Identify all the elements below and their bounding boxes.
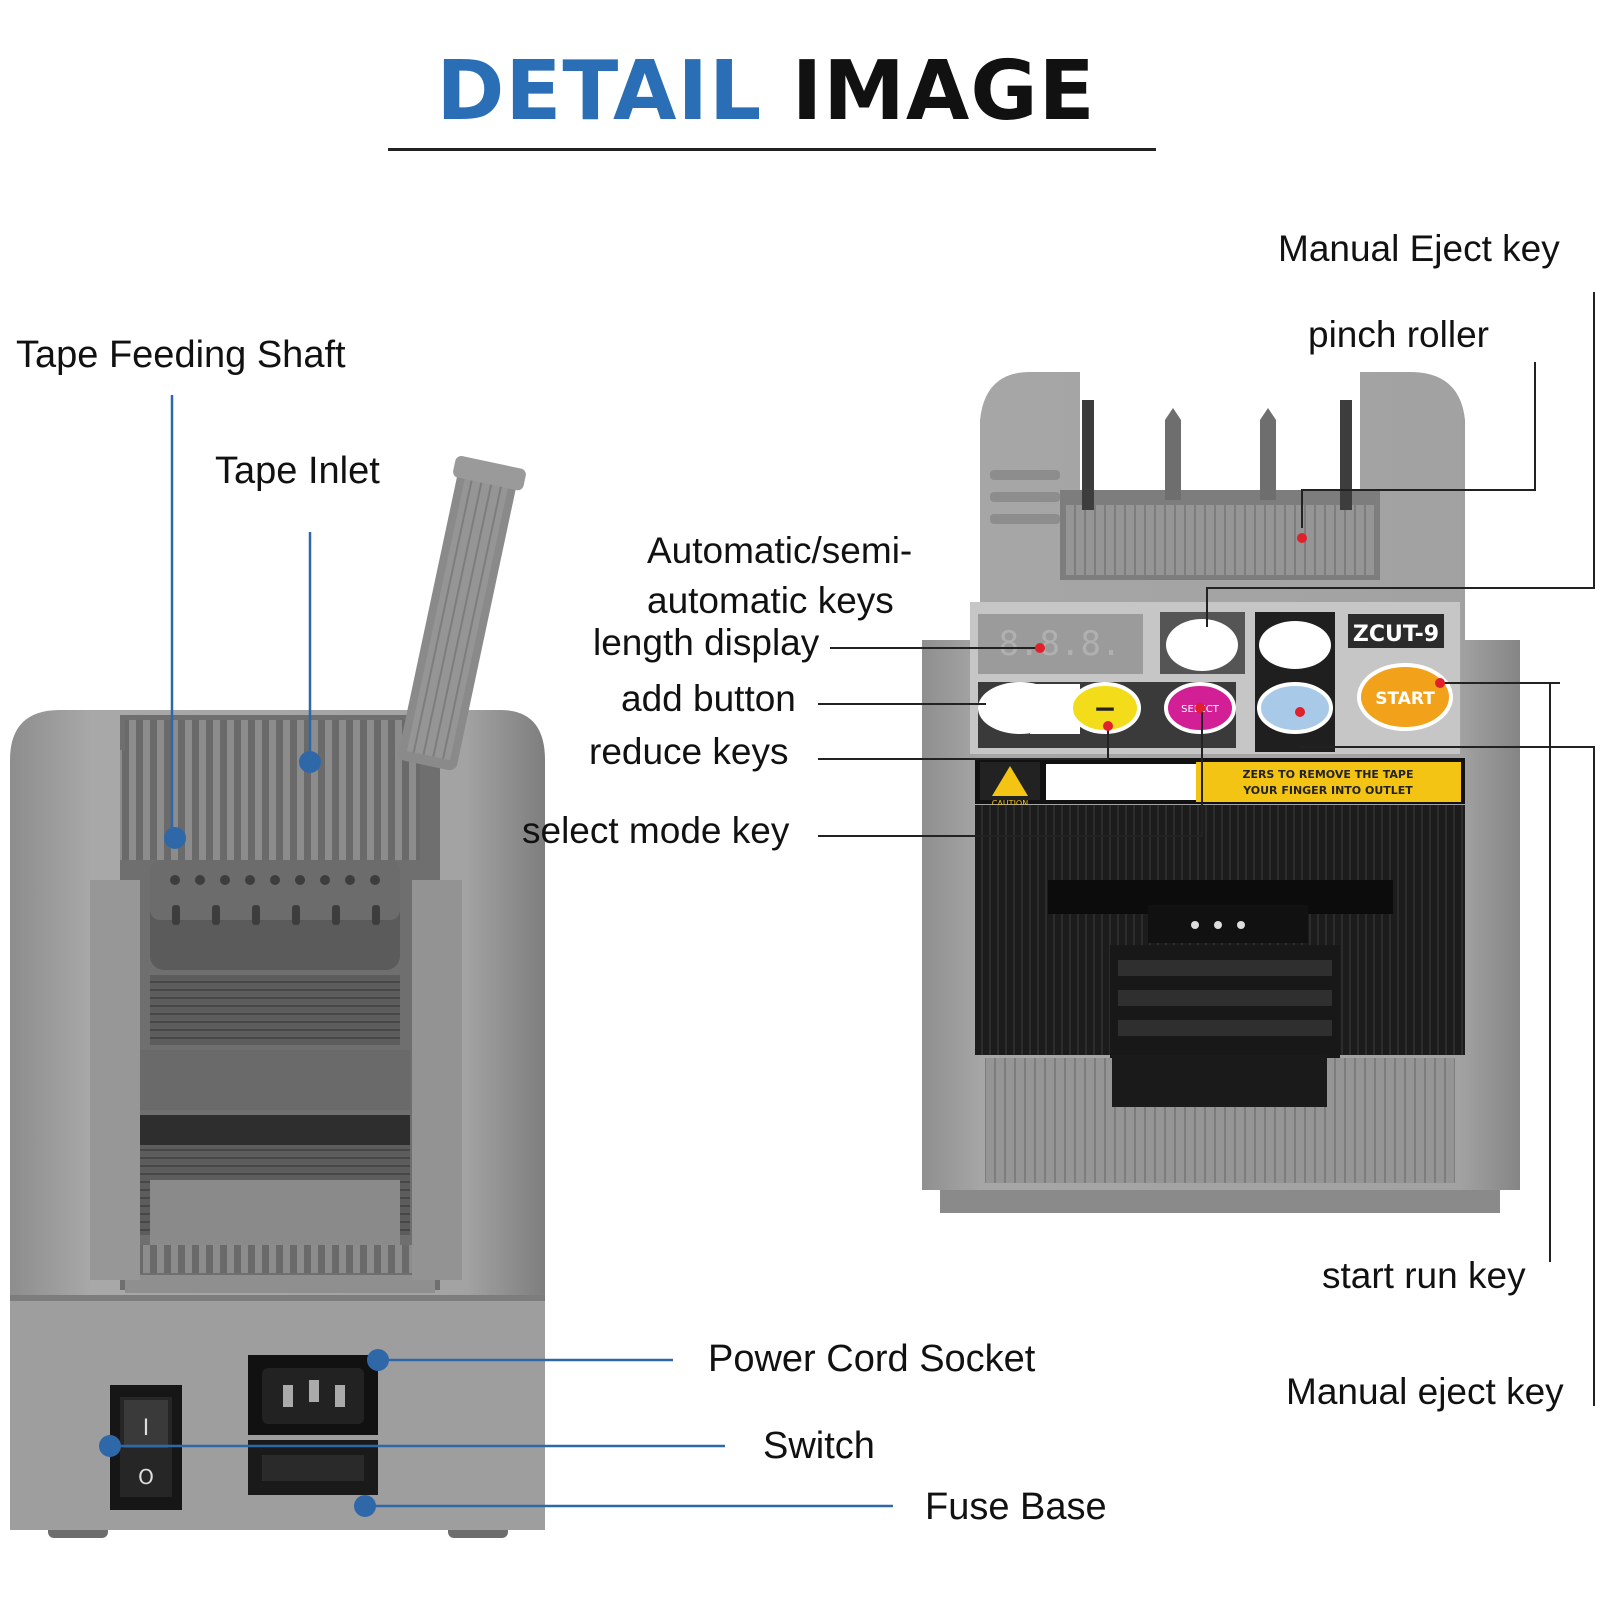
blue-markers (99, 751, 389, 1517)
label-reduce-keys: reduce keys (589, 731, 789, 772)
model-label: ZCUT-9 (1353, 622, 1439, 647)
label-tape-feeding-shaft: Tape Feeding Shaft (16, 334, 346, 376)
marker-length-display (1035, 643, 1045, 653)
page-title: DETAIL IMAGE (0, 44, 1532, 139)
warning-line-1: ZERS TO REMOVE THE TAPE (1242, 768, 1413, 781)
minus-key-label: − (1093, 692, 1116, 725)
left-machine: I O (10, 456, 545, 1538)
svg-text:8.8.8.: 8.8.8. (999, 624, 1122, 664)
red-markers (1035, 533, 1445, 731)
label-tape-inlet: Tape Inlet (215, 450, 380, 492)
marker-tape-inlet (299, 751, 321, 773)
label-length-display: length display (593, 622, 820, 663)
title-part-blue: DETAIL (436, 44, 763, 139)
label-auto-semi-line-2: automatic keys (647, 580, 894, 621)
title-underline (388, 148, 1156, 151)
switch-on-symbol: I (143, 1416, 150, 1441)
marker-tape-feeding-shaft (164, 827, 186, 849)
label-select-mode-key: select mode key (522, 810, 790, 851)
marker-start-run-key (1435, 678, 1445, 688)
switch-off-symbol: O (138, 1465, 154, 1489)
marker-manual-eject-key (1295, 707, 1305, 717)
marker-reduce-keys (1103, 721, 1113, 731)
label-add-button: add button (621, 678, 796, 719)
marker-switch (99, 1435, 121, 1457)
marker-fuse-base (354, 1495, 376, 1517)
marker-pinch-roller (1297, 533, 1307, 543)
marker-select-mode-key (1195, 703, 1205, 713)
label-pinch-roller: pinch roller (1308, 314, 1489, 355)
caution-text: CAUTION (992, 799, 1028, 808)
start-key-label: START (1375, 689, 1435, 709)
right-machine: 8.8.8. ZCUT-9 START − SELECT CAUTION ZER… (922, 372, 1520, 1213)
label-power-cord-socket: Power Cord Socket (708, 1338, 1036, 1380)
label-fuse-base: Fuse Base (925, 1486, 1107, 1528)
warning-line-2: YOUR FINGER INTO OUTLET (1242, 784, 1413, 797)
label-manual-eject-key-top: Manual Eject key (1278, 228, 1560, 269)
label-auto-semi-line-1: Automatic/semi- (647, 530, 913, 571)
marker-power-cord-socket (367, 1349, 389, 1371)
label-manual-eject-key-bottom: Manual eject key (1286, 1371, 1564, 1412)
title-part-black: IMAGE (791, 44, 1096, 139)
label-switch: Switch (763, 1425, 875, 1467)
label-start-run-key: start run key (1322, 1255, 1526, 1296)
leader-lines (110, 292, 1595, 1508)
